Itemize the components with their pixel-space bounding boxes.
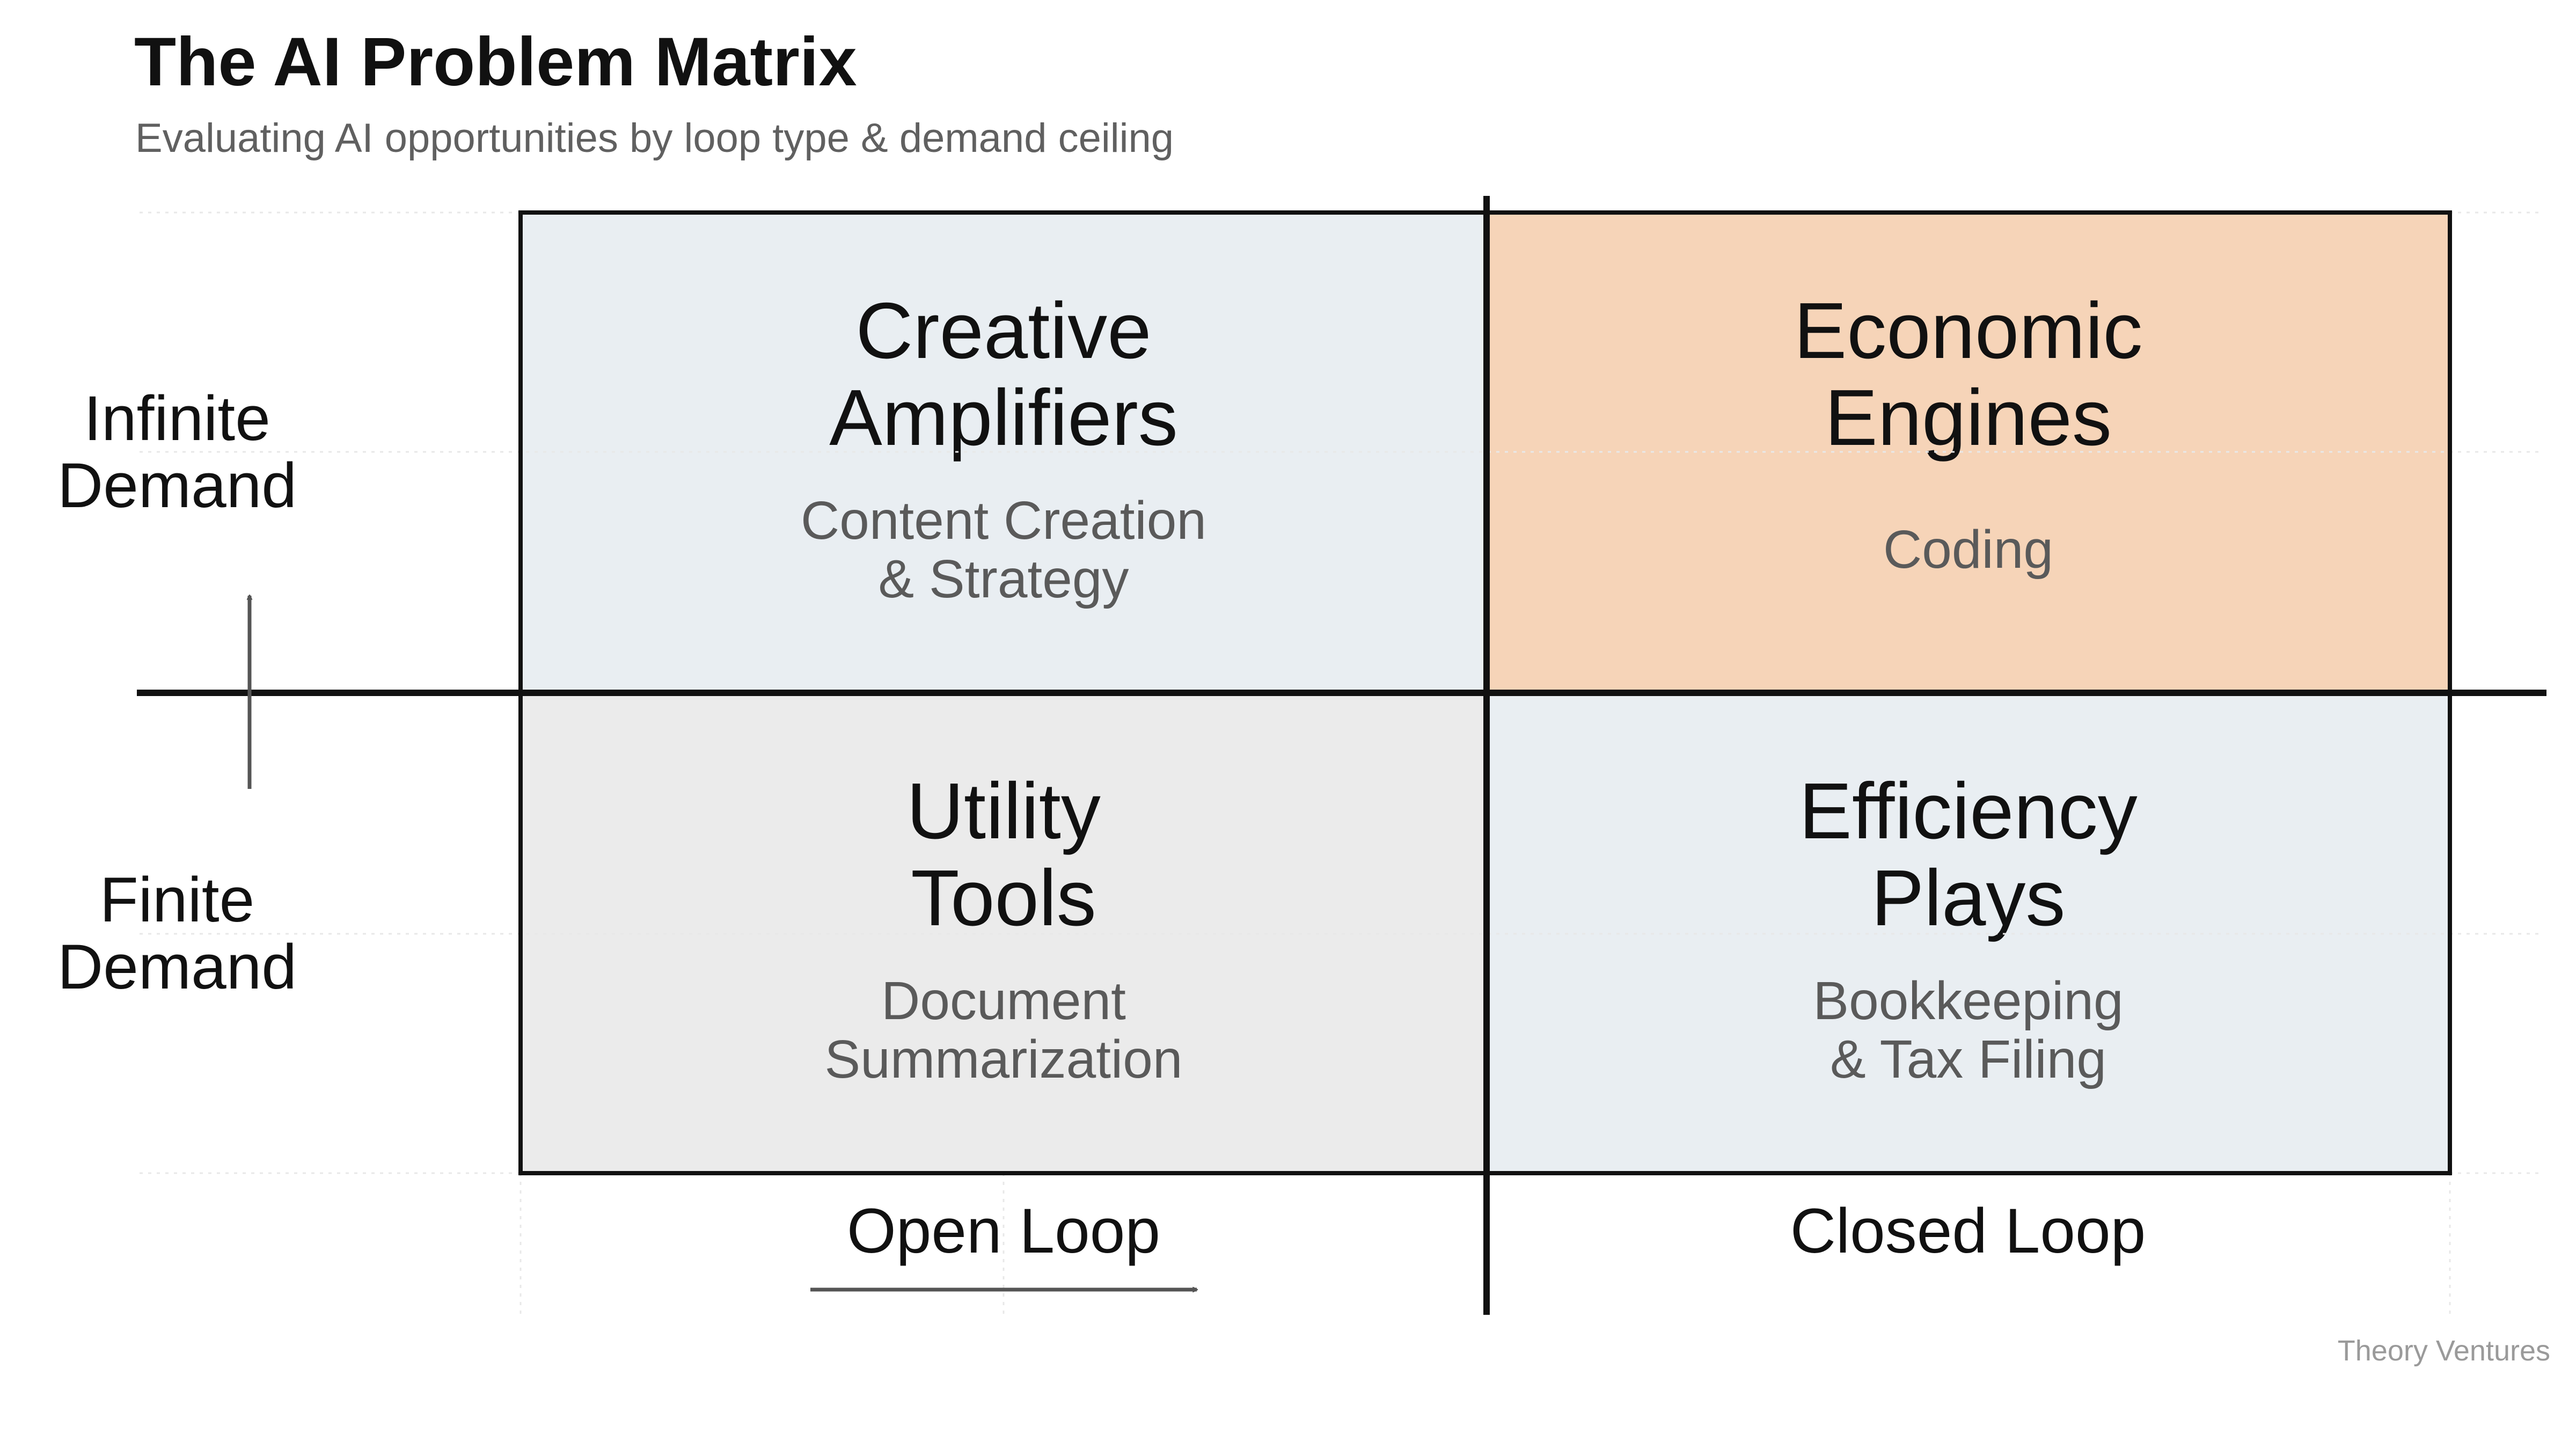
quadrant-example-line: Coding bbox=[1883, 519, 2053, 580]
credit-watermark: Theory Ventures bbox=[2337, 1335, 2550, 1367]
quadrant-title: Economic Engines bbox=[1487, 288, 2450, 462]
quadrant-title-line: Utility bbox=[906, 767, 1101, 855]
page-subtitle: Evaluating AI opportunities by loop type… bbox=[135, 115, 1174, 161]
y-label-infinite-demand: Infinite Demand bbox=[0, 385, 365, 519]
quadrant-example-line: Summarization bbox=[824, 1029, 1183, 1089]
y-label-line: Demand bbox=[57, 450, 297, 521]
quadrant-title-line: Tools bbox=[911, 854, 1096, 942]
quadrant-title-line: Engines bbox=[1825, 374, 2112, 462]
quadrant-title: Creative Amplifiers bbox=[521, 288, 1487, 462]
y-label-line: Finite bbox=[99, 865, 255, 935]
quadrant-example-line: Content Creation bbox=[800, 491, 1206, 551]
quadrant-example: Bookkeeping & Tax Filing bbox=[1487, 972, 2450, 1089]
x-label-closed-loop: Closed Loop bbox=[1790, 1196, 2146, 1267]
y-label-finite-demand: Finite Demand bbox=[0, 867, 365, 1001]
quadrant-title-line: Amplifiers bbox=[829, 374, 1178, 462]
quadrant-title-line: Efficiency bbox=[1799, 767, 2138, 855]
y-label-line: Demand bbox=[57, 932, 297, 1002]
quadrant-example-line: Document bbox=[881, 971, 1126, 1031]
quadrant-title-line: Creative bbox=[855, 287, 1152, 375]
quadrant-title-line: Economic bbox=[1794, 287, 2143, 375]
quadrant-example-line: & Tax Filing bbox=[1829, 1029, 2107, 1089]
quadrant-example-line: Bookkeeping bbox=[1813, 971, 2124, 1031]
quadrant-example: Document Summarization bbox=[521, 972, 1487, 1089]
x-label-open-loop: Open Loop bbox=[847, 1196, 1160, 1267]
grid-lines bbox=[140, 211, 2544, 1315]
quadrant-title: Utility Tools bbox=[521, 768, 1487, 942]
y-label-line: Infinite bbox=[84, 383, 270, 454]
quadrant-title-line: Plays bbox=[1871, 854, 2066, 942]
quadrant-title: Efficiency Plays bbox=[1487, 768, 2450, 942]
quadrant-example: Content Creation & Strategy bbox=[521, 492, 1487, 609]
page-title: The AI Problem Matrix bbox=[134, 24, 857, 100]
quadrant-example: Coding bbox=[1487, 521, 2450, 579]
quadrant-example-line: & Strategy bbox=[878, 549, 1129, 609]
